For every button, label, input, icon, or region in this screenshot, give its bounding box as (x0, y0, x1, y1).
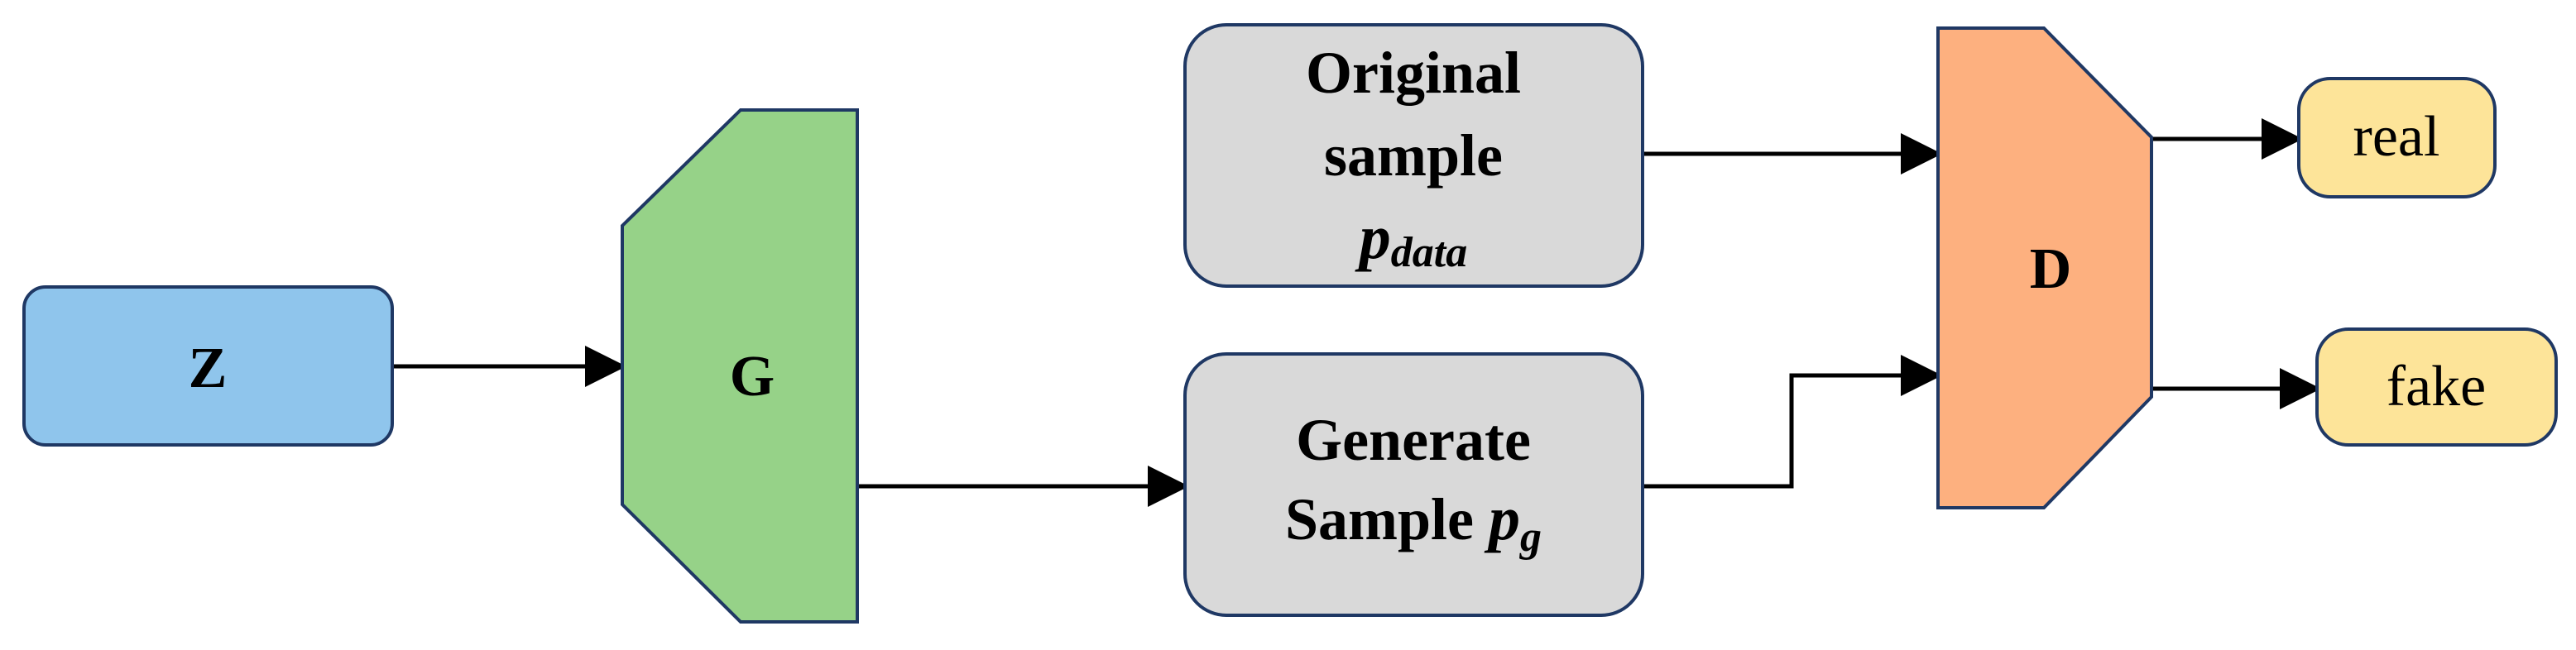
discriminator-label: D (2030, 237, 2072, 301)
original-sample-box (1183, 23, 1644, 288)
z-label: Z (189, 337, 228, 400)
real-label: real (2353, 105, 2440, 169)
generator-label: G (730, 345, 775, 409)
fake-label: fake (2387, 355, 2486, 418)
discriminator-node: D (1936, 26, 2153, 509)
discriminator-shape (1936, 26, 2153, 509)
real-box (2297, 77, 2497, 198)
z-node: Z (22, 285, 394, 447)
p-g-main: p (1484, 484, 1520, 553)
p-data-sub: data (1391, 229, 1467, 276)
fake-box (2315, 327, 2558, 447)
original-sample-math: pdata (1355, 203, 1467, 276)
original-sample-line1: Original (1306, 40, 1521, 106)
p-data-main: p (1355, 203, 1391, 272)
original-sample-line2: sample (1324, 122, 1503, 189)
real-node: real (2297, 77, 2497, 198)
original-sample-node: Original sample pdata (1183, 23, 1644, 288)
z-box (22, 285, 394, 447)
generator-node: G (621, 108, 859, 624)
generator-shape (621, 108, 859, 624)
arrow-generated-to-d (1643, 355, 1942, 489)
fake-node: fake (2315, 327, 2558, 447)
p-g-sub: g (1519, 514, 1542, 561)
generated-sample-box (1183, 352, 1644, 617)
generated-sample-word: Sample (1285, 486, 1474, 552)
generated-sample-line1: Generate (1296, 407, 1531, 473)
